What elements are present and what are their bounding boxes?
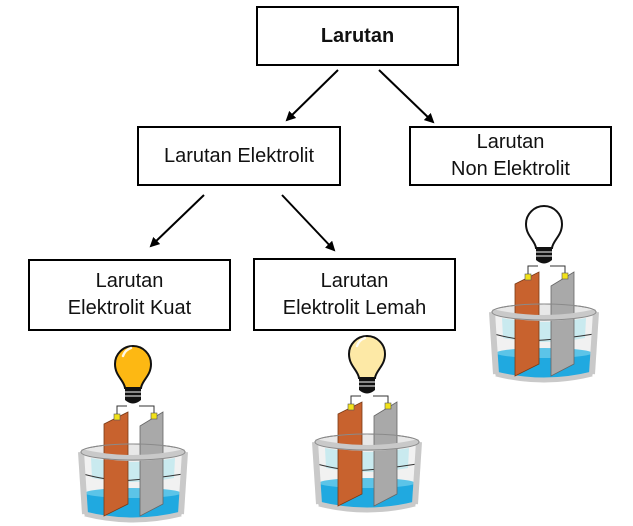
water-line	[82, 473, 184, 481]
node-larutan: Larutan	[256, 6, 459, 66]
node-lemah-line2: Elektrolit Lemah	[282, 296, 427, 319]
node-elektrolit-kuat: Larutan Elektrolit Kuat	[28, 259, 231, 331]
beaker-wall-right	[178, 451, 188, 515]
connector-left	[113, 413, 121, 421]
connector-right	[384, 402, 392, 410]
copper-electrode	[337, 401, 363, 507]
apparatus-non_elektrolit	[489, 205, 599, 383]
arrow-elektrolit-to-lemah	[281, 194, 336, 252]
node-elektrolit-lemah: Larutan Elektrolit Lemah	[253, 258, 456, 331]
beaker-wall-left	[489, 311, 499, 375]
arrow-root-to-non-elektrolit	[378, 69, 435, 124]
node-lemah-line1: Larutan	[320, 269, 389, 292]
beaker-rim-outline	[80, 443, 186, 461]
beaker-front-rim	[314, 439, 420, 451]
connector-left	[347, 403, 355, 411]
copper-electrode	[514, 271, 540, 377]
beaker-wall-left	[78, 451, 88, 515]
apparatus-kuat	[78, 345, 188, 523]
beaker-wall-right	[589, 311, 599, 375]
wire-left	[350, 395, 361, 404]
water-line	[493, 333, 595, 341]
node-larutan-non-elektrolit: Larutan Non Elektrolit	[409, 126, 612, 186]
zinc-electrode	[550, 271, 575, 377]
solution-surface	[85, 488, 181, 498]
beaker-wall-left	[312, 441, 322, 505]
copper-electrode	[103, 411, 129, 517]
arrow-elektrolit-to-kuat	[149, 194, 205, 248]
wire-right	[139, 405, 155, 413]
node-kuat-line1: Larutan	[95, 270, 164, 292]
water-line	[316, 463, 418, 471]
wire-left	[527, 265, 538, 274]
wire-right	[373, 395, 389, 403]
connector-right	[561, 272, 569, 280]
zinc-electrode	[373, 401, 398, 507]
wire-right	[550, 265, 566, 273]
solution-surface	[319, 478, 415, 488]
beaker-front-rim	[80, 449, 186, 461]
solution-surface	[496, 348, 592, 358]
connector-left	[524, 273, 532, 281]
apparatus-lemah	[312, 335, 422, 513]
node-kuat-line2: Elektrolit Kuat	[67, 297, 192, 319]
beaker-front-rim	[491, 309, 597, 321]
node-larutan-label: Larutan	[320, 24, 395, 47]
beaker-bottom	[318, 501, 416, 513]
beaker-bottom	[84, 511, 182, 523]
beaker-wall-right	[412, 441, 422, 505]
beaker-bottom	[495, 371, 593, 383]
bulb-highlight	[355, 336, 367, 348]
connector-right	[150, 412, 158, 420]
node-non-elektrolit-line1: Larutan	[476, 131, 545, 153]
bulb-highlight	[121, 346, 133, 358]
beaker-rim-outline	[491, 303, 597, 321]
zinc-electrode	[139, 411, 164, 517]
node-larutan-elektrolit-label: Larutan Elektrolit	[163, 144, 315, 167]
bulb-icon	[113, 345, 153, 389]
bulb-icon	[347, 335, 387, 379]
node-larutan-elektrolit: Larutan Elektrolit	[137, 126, 341, 186]
bulb-icon	[524, 205, 564, 249]
node-non-elektrolit-line2: Non Elektrolit	[451, 158, 570, 180]
arrow-root-to-elektrolit	[285, 69, 339, 122]
wire-left	[116, 405, 127, 414]
beaker-rim-outline	[314, 433, 420, 451]
